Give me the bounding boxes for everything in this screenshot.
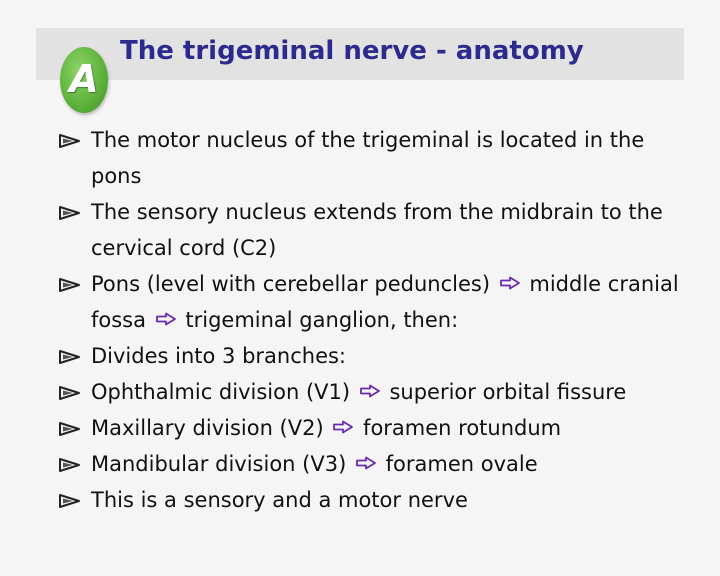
section-badge-letter: A	[69, 57, 99, 101]
bullet-text: Pons (level with cerebellar peduncles)	[91, 272, 491, 296]
outline-arrow-right-icon	[499, 276, 520, 290]
bullet-text: foramen ovale	[385, 452, 538, 476]
bullet-item: Pons (level with cerebellar peduncles) m…	[58, 266, 688, 338]
outline-arrow-right-icon	[359, 384, 380, 398]
slide-title: The trigeminal nerve - anatomy	[120, 36, 584, 66]
title-band	[36, 28, 684, 80]
bullet-text: Maxillary division (V2)	[91, 416, 324, 440]
triangle-bullet-icon	[59, 494, 80, 508]
bullet-text: foramen rotundum	[363, 416, 562, 440]
triangle-bullet-icon	[59, 422, 80, 436]
bullet-text: middle cranial fossa	[91, 272, 679, 332]
triangle-bullet-icon	[59, 458, 80, 472]
bullet-text: trigeminal ganglion, then:	[185, 308, 459, 332]
bullet-text: Divides into 3 branches:	[91, 344, 347, 368]
bullet-item: Divides into 3 branches:	[58, 338, 688, 374]
triangle-bullet-icon	[59, 386, 80, 400]
outline-arrow-right-icon	[356, 456, 376, 470]
section-badge: A	[60, 47, 108, 113]
triangle-bullet-icon	[59, 350, 80, 364]
bullet-text: Ophthalmic division (V1)	[91, 380, 351, 404]
outline-arrow-right-icon	[155, 312, 176, 326]
bullet-text: This is a sensory and a motor nerve	[91, 488, 468, 512]
triangle-bullet-icon	[59, 278, 80, 292]
outline-arrow-right-icon	[333, 420, 354, 434]
bullet-item: The sensory nucleus extends from the mid…	[58, 194, 688, 266]
triangle-bullet-icon	[59, 134, 80, 148]
bullet-item: Maxillary division (V2) foramen rotundum	[58, 410, 688, 446]
bullet-text: Mandibular division (V3)	[91, 452, 347, 476]
bullet-item: Ophthalmic division (V1) superior orbita…	[58, 374, 688, 410]
bullet-text: The sensory nucleus extends from the mid…	[91, 200, 663, 260]
bullet-text: superior orbital fissure	[389, 380, 627, 404]
bullet-text: The motor nucleus of the trigeminal is l…	[91, 128, 645, 188]
bullet-item: The motor nucleus of the trigeminal is l…	[58, 122, 688, 194]
bullet-list: The motor nucleus of the trigeminal is l…	[58, 122, 688, 518]
triangle-bullet-icon	[59, 206, 80, 220]
bullet-item: This is a sensory and a motor nerve	[58, 482, 688, 518]
bullet-item: Mandibular division (V3) foramen ovale	[58, 446, 688, 482]
